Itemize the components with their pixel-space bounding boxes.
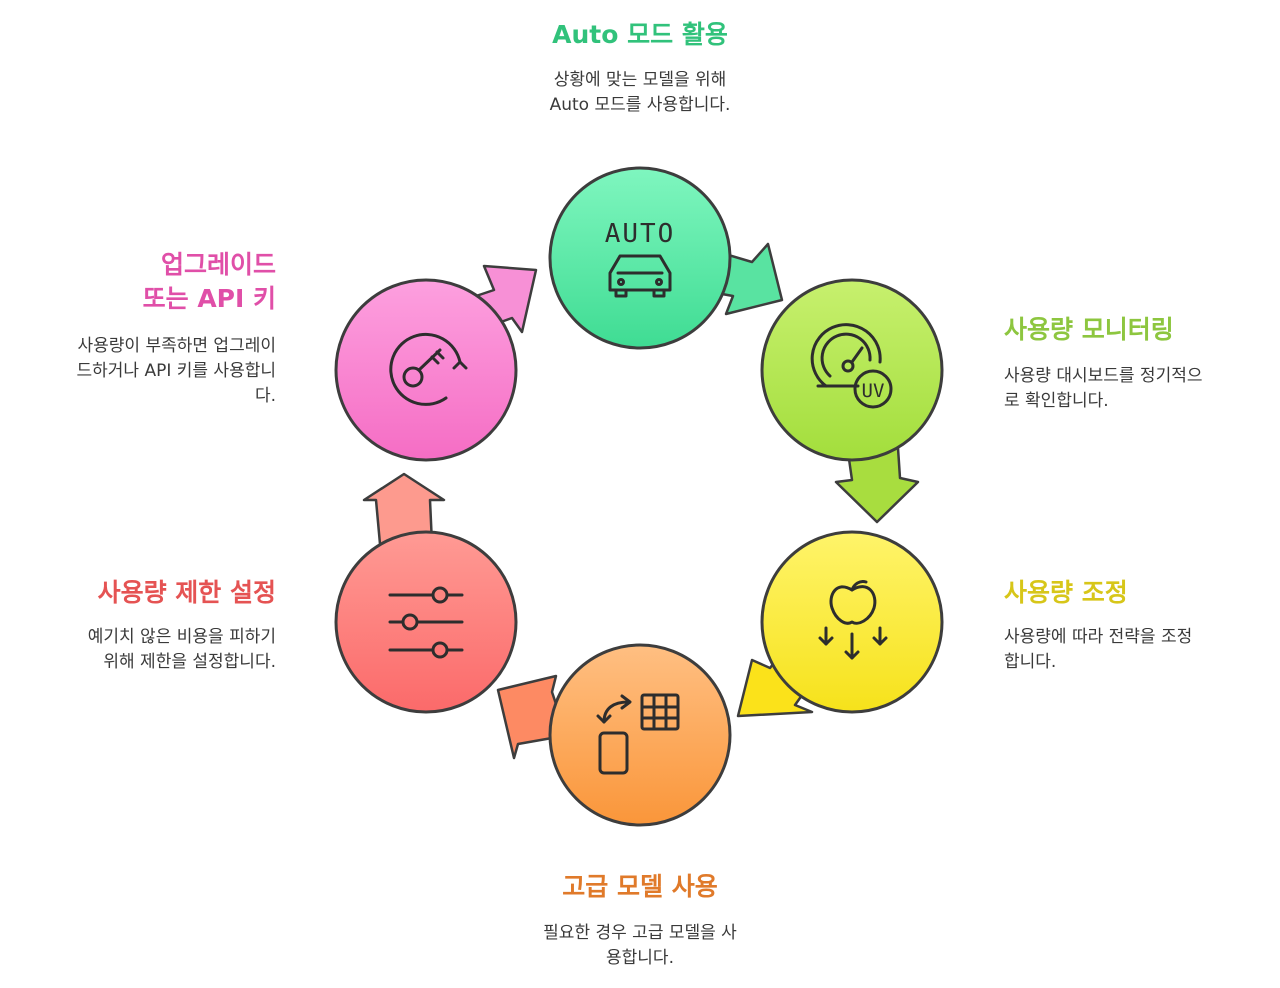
step-desc-limits: 예기치 않은 비용을 피하기 위해 제한을 설정합니다. bbox=[87, 627, 276, 672]
connector-monitoring-to-adjust bbox=[834, 446, 920, 524]
step-title-premium: 고급 모델 사용 bbox=[562, 872, 718, 901]
sliders-icon bbox=[388, 586, 464, 659]
node-auto: AUTO bbox=[548, 166, 732, 350]
step-title-adjust: 사용량 조정 bbox=[1004, 578, 1128, 607]
phone-grid-switch-icon bbox=[596, 693, 680, 775]
step-title-upgrade: 업그레이드 또는 API 키 bbox=[142, 250, 276, 313]
apple-down-arrows-icon bbox=[818, 580, 888, 660]
car-icon bbox=[608, 254, 672, 298]
auto-icon-label: AUTO bbox=[605, 219, 676, 249]
node-adjust bbox=[760, 530, 944, 714]
node-premium bbox=[548, 643, 732, 827]
node-monitoring: UV bbox=[760, 278, 944, 462]
step-title-limits: 사용량 제한 설정 bbox=[97, 578, 276, 607]
connector-premium-to-limits bbox=[496, 674, 558, 760]
step-title-monitoring: 사용량 모니터링 bbox=[1004, 315, 1174, 344]
node-upgrade bbox=[334, 278, 518, 462]
step-desc-monitoring: 사용량 대시보드를 정기적으 로 확인합니다. bbox=[1004, 366, 1203, 411]
step-desc-premium: 필요한 경우 고급 모델을 사 용합니다. bbox=[543, 923, 737, 968]
gauge-icon-label: UV bbox=[862, 380, 885, 402]
gauge-icon bbox=[810, 323, 893, 409]
step-desc-adjust: 사용량에 따라 전략을 조정 합니다. bbox=[1004, 627, 1193, 672]
step-desc-auto: 상황에 맞는 모델을 위해 Auto 모드를 사용합니다. bbox=[549, 70, 731, 115]
key-rotate-icon bbox=[389, 332, 468, 406]
step-desc-upgrade: 사용량이 부족하면 업그레이 드하거나 API 키를 사용합니 다. bbox=[76, 336, 276, 406]
step-title-auto: Auto 모드 활용 bbox=[552, 20, 728, 49]
node-limits bbox=[334, 530, 518, 714]
